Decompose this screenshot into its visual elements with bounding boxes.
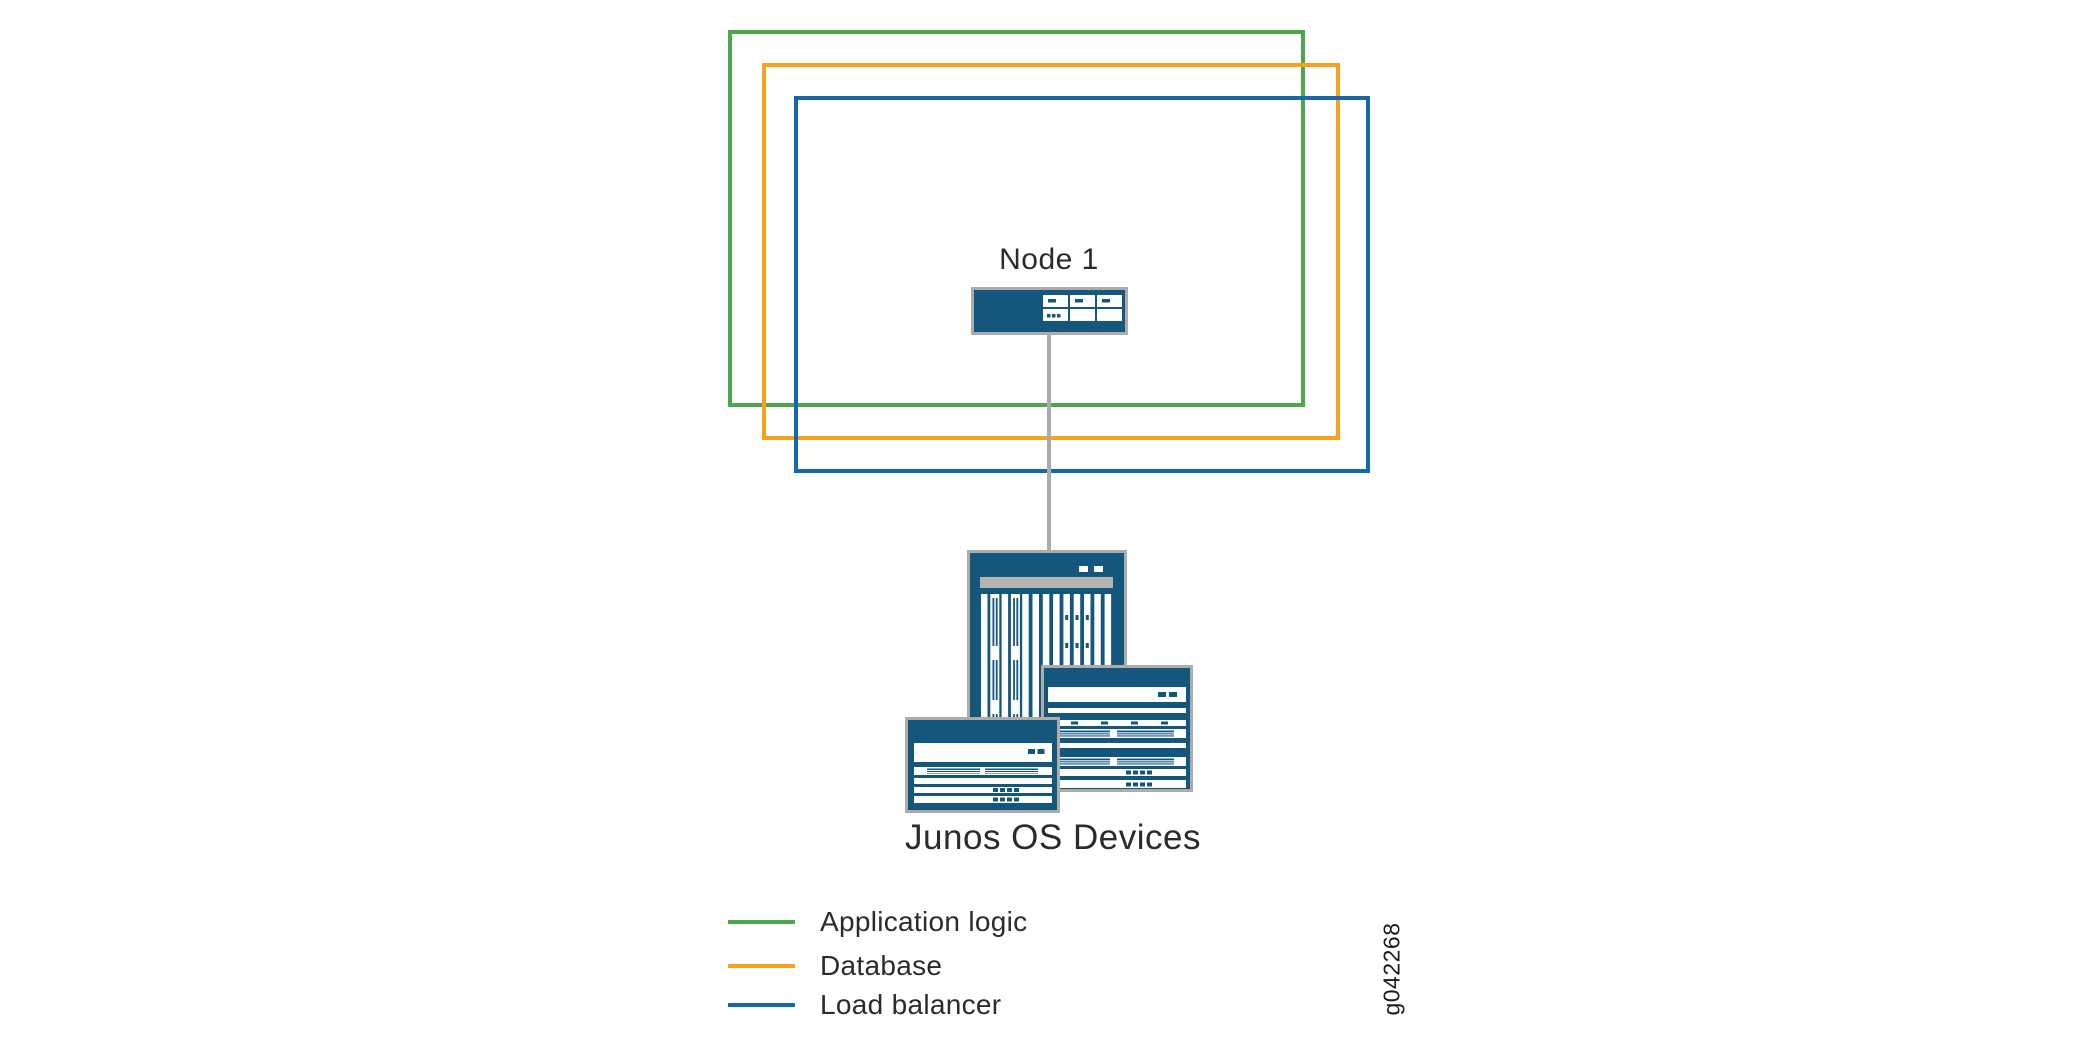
- node1-device-icon: [971, 287, 1128, 335]
- legend-item-load-balancer: Load balancer: [728, 987, 1001, 1023]
- rack-router-right-icon: [1041, 665, 1193, 792]
- legend-item-application-logic: Application logic: [728, 904, 1027, 940]
- database-line-swatch: [728, 964, 795, 968]
- legend-label-application-logic: Application logic: [820, 906, 1028, 937]
- load-balancer-boundary: [794, 96, 1370, 473]
- rack-router-left-icon: [905, 717, 1060, 813]
- junos-os-devices-label: Junos OS Devices: [905, 818, 1201, 857]
- rack-router-right-icon: [1041, 665, 1193, 792]
- rack-router-left-icon: [905, 717, 1060, 813]
- application-logic-line-swatch: [728, 920, 795, 924]
- legend-label-database: Database: [820, 950, 943, 981]
- rack-switch-icon: [971, 287, 1128, 335]
- connector-line: [1047, 332, 1051, 554]
- legend-label-load-balancer: Load balancer: [820, 989, 1002, 1020]
- node1-label: Node 1: [999, 243, 1099, 276]
- figure-id-label: g042268: [1378, 922, 1405, 1016]
- load-balancer-line-swatch: [728, 1003, 795, 1007]
- legend-item-database: Database: [728, 948, 942, 984]
- database-boundary: [762, 63, 1340, 440]
- application-logic-boundary: [728, 30, 1305, 407]
